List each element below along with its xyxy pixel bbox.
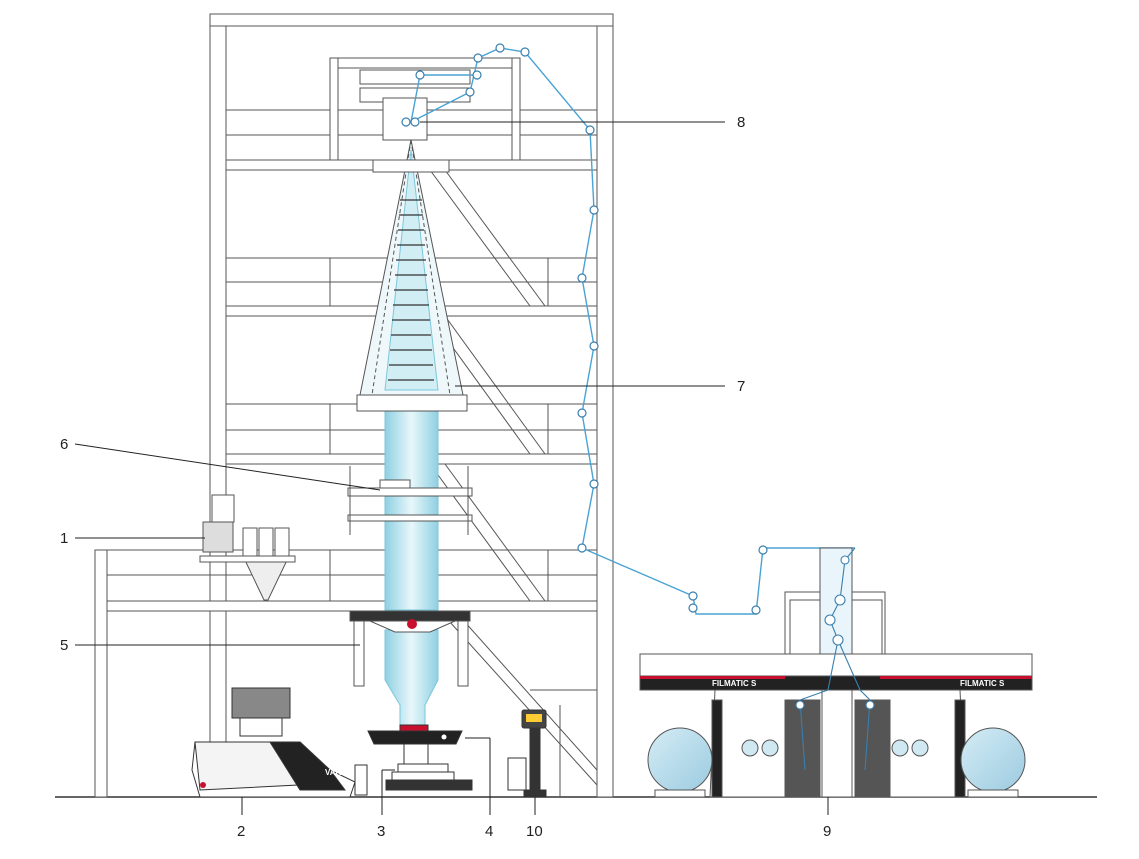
die-and-air-ring bbox=[367, 724, 473, 791]
film-bubble bbox=[384, 409, 439, 731]
winder-brand-right: FILMATIC S bbox=[960, 679, 1005, 688]
extruder-brand: VAREX bbox=[325, 768, 353, 777]
extruder bbox=[191, 687, 368, 798]
winder-film-path bbox=[795, 547, 875, 771]
callout-2: 2 bbox=[237, 823, 245, 840]
callout-10: 10 bbox=[526, 823, 543, 840]
callout-5: 5 bbox=[60, 637, 68, 654]
control-terminal bbox=[507, 709, 547, 798]
cooling-ring-frame bbox=[349, 610, 471, 687]
callout-4: 4 bbox=[485, 823, 493, 840]
stairs bbox=[429, 169, 598, 797]
haul-off-unit bbox=[329, 57, 521, 161]
callout-7: 7 bbox=[737, 378, 745, 395]
callout-8: 8 bbox=[737, 114, 745, 131]
callout-leaders bbox=[74, 121, 829, 815]
dosing-unit bbox=[199, 494, 296, 601]
callout-1: 1 bbox=[60, 530, 68, 547]
callout-6: 6 bbox=[60, 436, 68, 453]
collapsing-frame bbox=[356, 139, 468, 412]
callout-3: 3 bbox=[377, 823, 385, 840]
callout-9: 9 bbox=[823, 823, 831, 840]
winder-brand-left: FILMATIC S bbox=[712, 679, 757, 688]
guide-rollers bbox=[401, 43, 768, 615]
winder bbox=[639, 547, 1033, 798]
calibration-basket bbox=[347, 466, 473, 535]
